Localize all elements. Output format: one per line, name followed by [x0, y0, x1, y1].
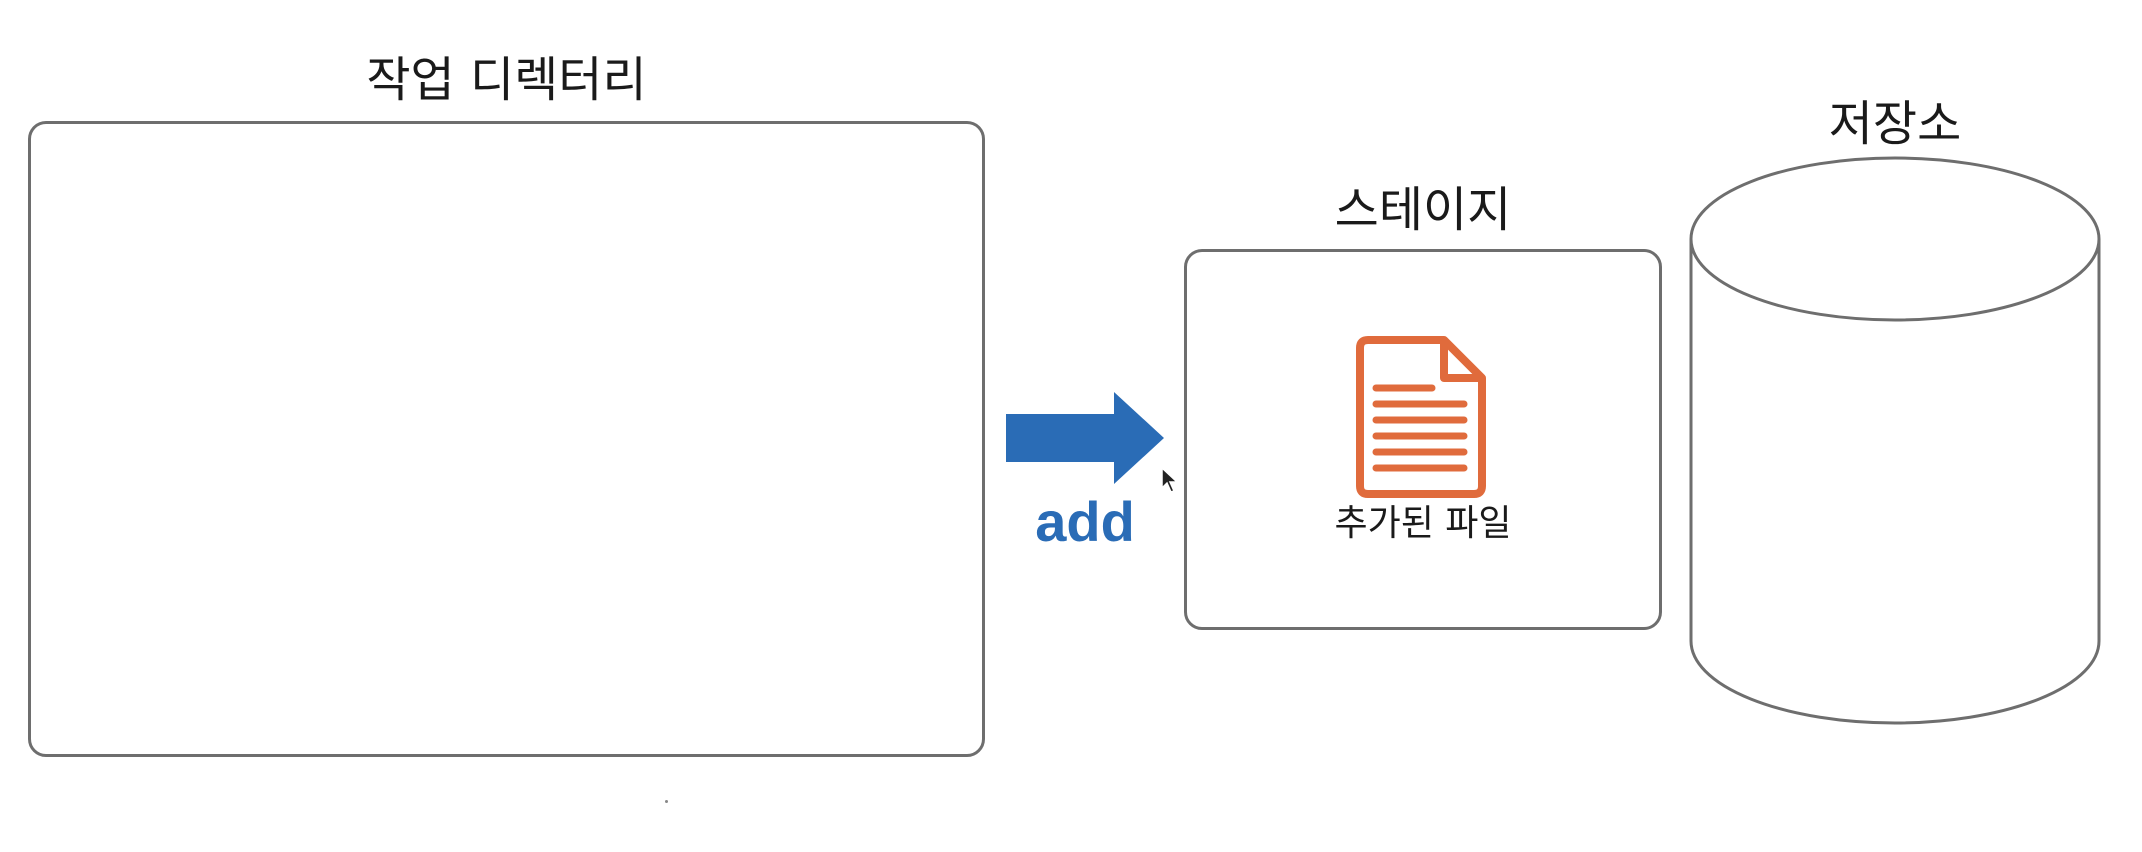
arrow-right-icon [1006, 392, 1164, 484]
add-label: add [1035, 490, 1135, 553]
add-arrow-shape [1006, 392, 1164, 484]
stage-title: 스테이지 [1334, 182, 1512, 238]
cylinder-top [1689, 156, 2101, 322]
working-directory-title: 작업 디렉터리 [366, 52, 647, 108]
document-outline [1356, 336, 1486, 498]
document-fold [1440, 340, 1482, 382]
mouse-pointer-icon [1161, 466, 1179, 493]
document-icon [1356, 336, 1486, 498]
repository-title: 저장소 [1828, 96, 1962, 152]
working-directory-box [28, 121, 985, 757]
cylinder-body [1689, 239, 2101, 725]
added-file-label: 추가된 파일 [1334, 503, 1512, 544]
database-cylinder-icon [1689, 156, 2101, 725]
stray-dot [665, 800, 668, 803]
